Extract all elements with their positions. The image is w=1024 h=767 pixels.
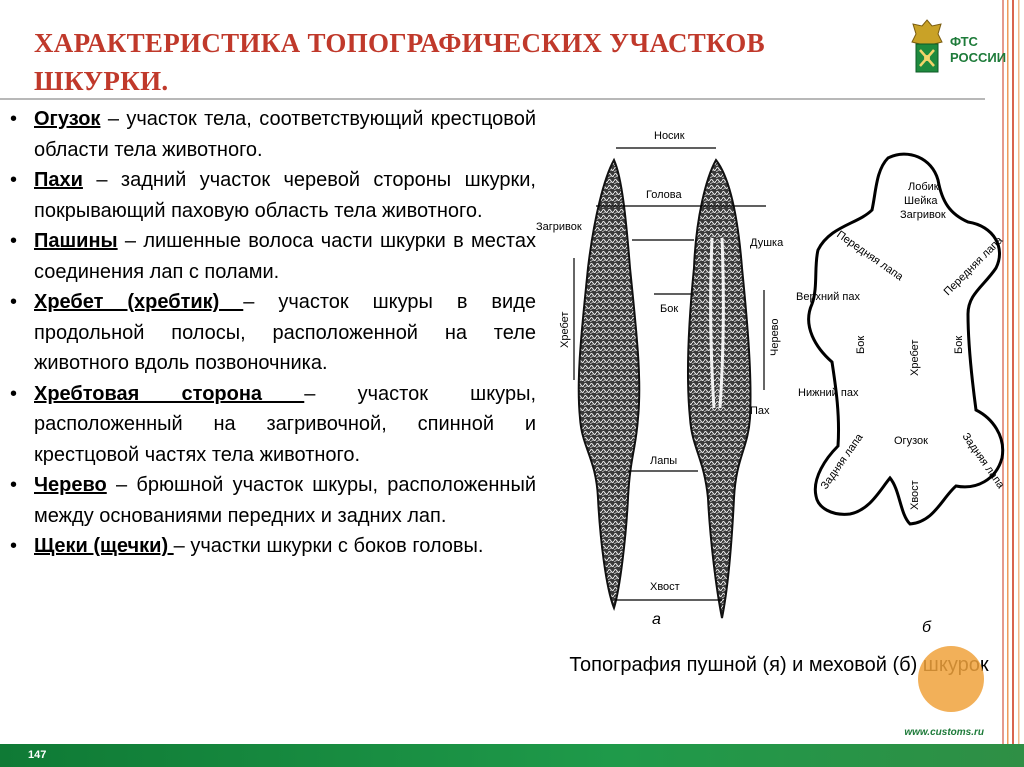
label-zagrivok: Загривок [536, 221, 582, 233]
list-item: Щеки (щечки) – участки шкурки с боков го… [8, 531, 536, 562]
title-divider [0, 98, 985, 100]
term: Хребет (хребтик) [34, 291, 244, 313]
label-golova: Голова [646, 189, 682, 201]
label-dushka: Душка [750, 237, 784, 249]
term: Щеки (щечки) [34, 535, 174, 557]
label-nosik: Носик [654, 130, 685, 142]
label-pah: Пах [750, 405, 770, 417]
label-oguzok: Огузок [894, 435, 928, 447]
definition: – задний участок черевой стороны шкурки,… [34, 169, 536, 222]
label-b: б [922, 619, 932, 636]
list-item: Хребет (хребтик) – участок шкуры в виде … [8, 287, 536, 379]
label-verhniy-pah: Верхний пах [796, 291, 860, 303]
term: Пахи [34, 169, 83, 191]
list-item: Черево – брюшной участок шкуры, располож… [8, 470, 536, 531]
term: Черево [34, 474, 107, 496]
term: Пашины [34, 230, 118, 252]
definition: – лишенные волоса части шкурки в местах … [34, 230, 536, 283]
definition: – участок шкуры, расположенный на загрив… [34, 382, 536, 466]
decorative-stripes [1002, 0, 1020, 767]
label-sheika: Шейка [904, 195, 938, 207]
label-lobik: Лобик [908, 181, 939, 193]
fur-pelt-belly [686, 158, 752, 619]
label-bok-right: Бок [953, 336, 965, 354]
term: Огузок [34, 108, 101, 130]
footer-band [0, 744, 1024, 767]
list-item: Пахи – задний участок черевой стороны шк… [8, 165, 536, 226]
list-item: Пашины – лишенные волоса части шкурки в … [8, 226, 536, 287]
label-bok: Бок [660, 303, 678, 315]
leather-pelt-outline [807, 152, 1005, 526]
definitions-list: Огузок – участок тела, соответствующий к… [8, 104, 536, 562]
figure-caption: Топография пушной (я) и меховой (б) шкур… [569, 654, 989, 676]
label-a: а [652, 611, 661, 628]
label-cherevo: Черево [769, 318, 781, 356]
label-hvost-b: Хвост [909, 480, 921, 510]
list-item: Огузок – участок тела, соответствующий к… [8, 104, 536, 165]
label-bok-left: Бок [855, 336, 867, 354]
emblem-icon [911, 19, 943, 73]
label-hvost: Хвост [650, 581, 680, 593]
dimension-lines [573, 147, 766, 601]
fur-pelt-back [577, 157, 641, 612]
definition: – участок тела, соответствующий крестцов… [34, 108, 536, 161]
label-hrebet: Хребет [559, 312, 571, 348]
logo-text-line2: РОССИИ [950, 50, 1007, 65]
site-url: www.customs.ru [904, 727, 984, 738]
logo-text-line1: ФТС [950, 34, 978, 49]
label-lapy: Лапы [650, 455, 677, 467]
label-hrebet-b: Хребет [909, 340, 921, 376]
pelt-topography-figure: Носик Голова Загривок Душка Хребет Бок Ч… [536, 130, 1007, 636]
fts-logo: ФТС РОССИИ [908, 14, 1008, 80]
definition: – участки шкурки с боков головы. [173, 535, 484, 557]
definition: – брюшной участок шкуры, расположенный м… [34, 474, 536, 527]
list-item: Хребтовая сторона – участок шкуры, распо… [8, 379, 536, 471]
term: Хребтовая сторона [34, 382, 305, 405]
label-zagrivok-b: Загривок [900, 209, 946, 221]
definition: – участок шкуры в виде продольной полосы… [34, 291, 536, 374]
label-nizhniy-pah: Нижний пах [798, 387, 859, 399]
slide-title: ХАРАКТЕРИСТИКА ТОПОГРАФИЧЕСКИХ УЧАСТКОВ … [34, 28, 765, 96]
page-number: 147 [28, 749, 47, 761]
